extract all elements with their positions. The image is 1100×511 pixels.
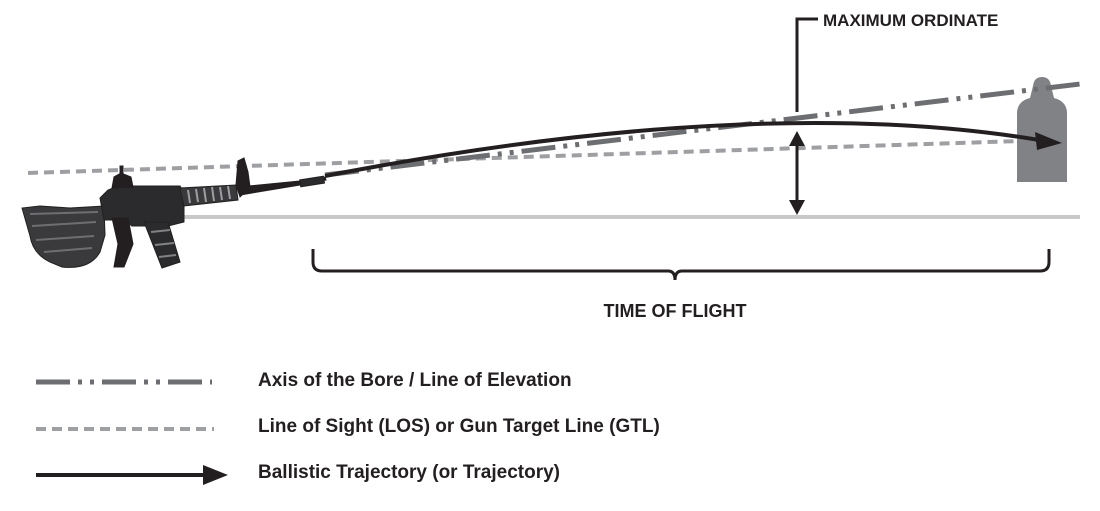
- legend-trajectory-label: Ballistic Trajectory (or Trajectory): [258, 462, 561, 483]
- target-silhouette: [1017, 77, 1067, 182]
- time-of-flight-bracket: [311, 249, 1051, 281]
- legend-los-label: Line of Sight (LOS) or Gun Target Line (…: [258, 416, 660, 437]
- ballistic-trajectory: [324, 120, 1046, 178]
- legend-trajectory-arrowhead: [203, 465, 228, 485]
- legend-bore-label: Axis of the Bore / Line of Elevation: [258, 370, 572, 391]
- time-of-flight-label: TIME OF FLIGHT: [604, 301, 747, 321]
- trajectory-arrowhead: [1035, 132, 1062, 150]
- maximum-ordinate-label: MAXIMUM ORDINATE: [823, 11, 998, 30]
- max-ordinate-arrow-down: [789, 200, 805, 215]
- max-ordinate-arrow-up: [789, 131, 805, 146]
- max-ordinate-bracket: [795, 17, 818, 112]
- rifle-illustration: [21, 157, 327, 269]
- line-of-sight: [27, 139, 1021, 175]
